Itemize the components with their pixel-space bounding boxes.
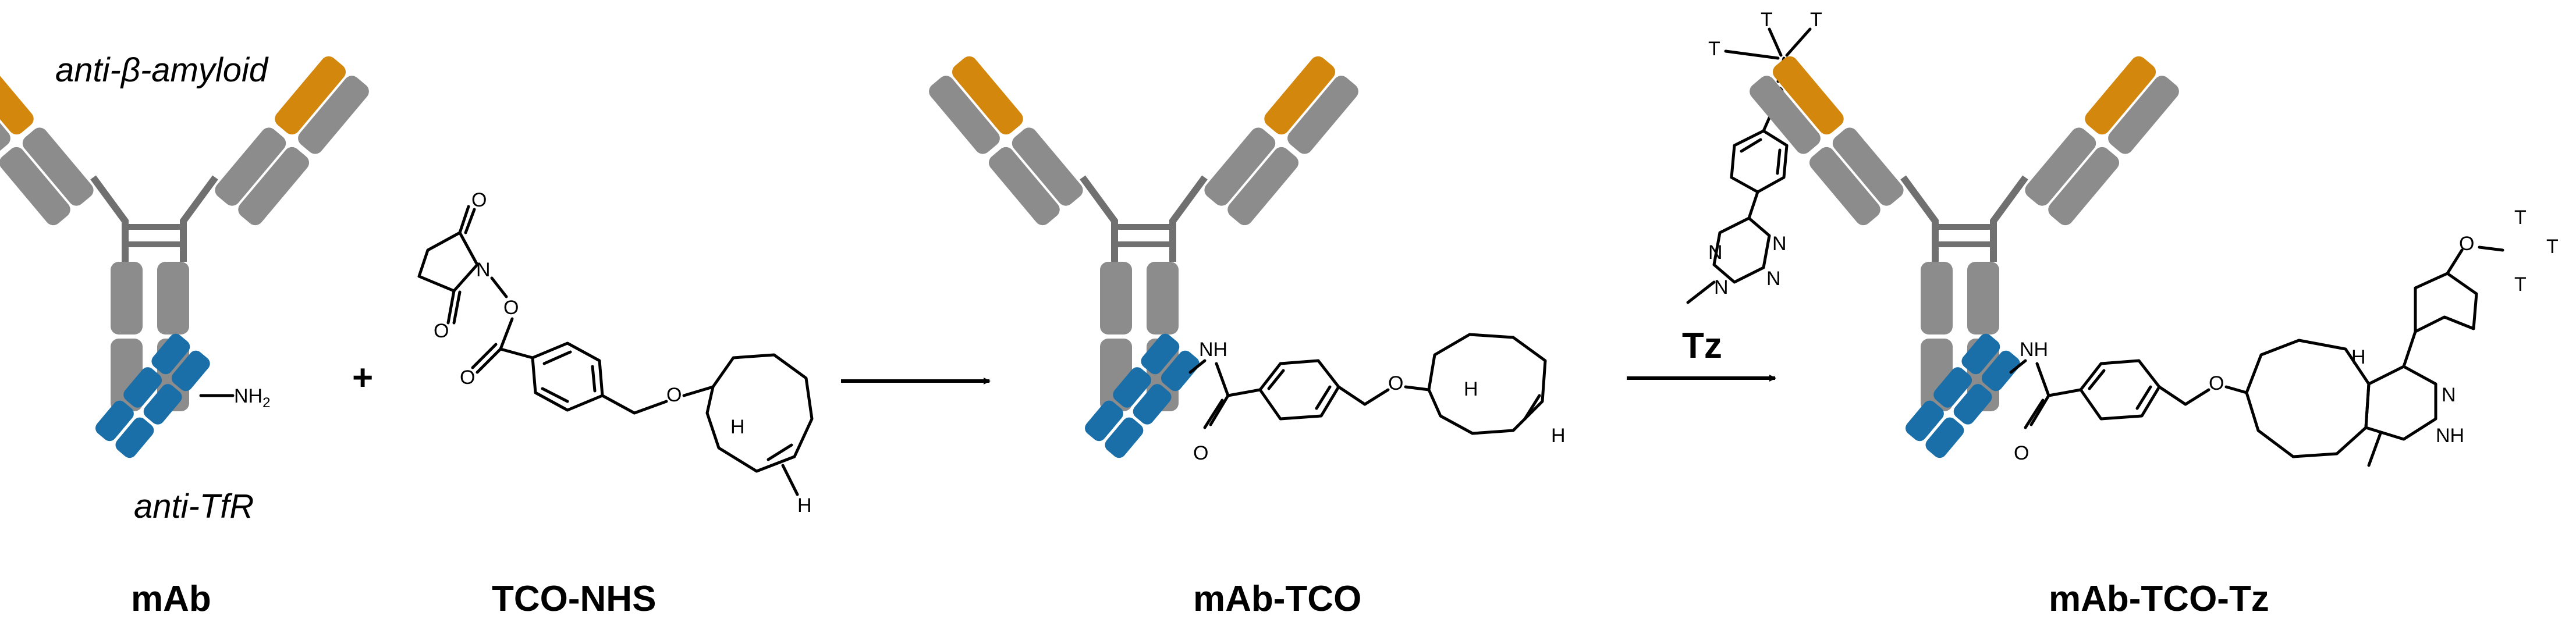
svg-text:NH: NH — [2020, 339, 2048, 361]
tz-label: Tz — [1682, 326, 1722, 366]
svg-text:O: O — [434, 320, 449, 342]
plus-sign: + — [352, 358, 373, 398]
svg-text:O: O — [460, 366, 475, 389]
svg-text:O: O — [2459, 233, 2474, 255]
svg-text:H: H — [1551, 425, 1566, 447]
svg-text:O: O — [471, 189, 487, 211]
antibody-mab-tco-tz — [1746, 53, 2182, 461]
nh2-label: NH2 — [234, 385, 270, 411]
mab-tco-tz-linker: NH O O H N NH O T T T — [2009, 207, 2559, 467]
svg-text:O: O — [1388, 372, 1403, 394]
svg-text:T: T — [1708, 38, 1720, 60]
svg-text:T: T — [1810, 9, 1822, 31]
mab-tco-linker: NH O O H H — [1188, 333, 1566, 464]
svg-text:H: H — [730, 416, 745, 438]
svg-text:H: H — [1464, 378, 1478, 400]
tz-structure: T T T O N N N N — [1686, 9, 1822, 304]
svg-text:H: H — [797, 494, 812, 517]
svg-text:O: O — [1193, 442, 1208, 464]
svg-text:T: T — [2546, 236, 2559, 258]
anti-beta-amyloid-annotation: anti-β-amyloid — [55, 51, 269, 89]
svg-text:N: N — [1766, 268, 1781, 290]
svg-text:O: O — [503, 297, 519, 319]
svg-text:O: O — [2209, 372, 2224, 394]
svg-text:N: N — [1708, 241, 1723, 264]
svg-text:N: N — [1772, 233, 1787, 255]
antibody-mab-tco — [925, 53, 1361, 461]
svg-text:N: N — [2442, 384, 2456, 406]
svg-text:N: N — [476, 259, 491, 281]
tco-nhs-label: TCO-NHS — [492, 579, 656, 619]
antibody-mab — [0, 53, 372, 461]
svg-text:NH: NH — [1199, 339, 1227, 361]
svg-text:O: O — [2014, 442, 2029, 464]
tco-nhs-structure: O O N O O O H H — [417, 189, 814, 517]
mab-tco-label: mAb-TCO — [1193, 579, 1361, 619]
svg-text:O: O — [666, 384, 682, 406]
svg-text:T: T — [1761, 9, 1773, 31]
svg-text:N: N — [1714, 276, 1729, 298]
svg-text:T: T — [2514, 207, 2527, 229]
svg-text:NH: NH — [2436, 425, 2464, 447]
svg-text:T: T — [2514, 273, 2527, 296]
mab-tco-tz-label: mAb-TCO-Tz — [2049, 579, 2269, 619]
anti-tfr-annotation: anti-TfR — [134, 487, 254, 525]
mab-label: mAb — [131, 579, 211, 619]
svg-text:H: H — [2351, 346, 2366, 368]
